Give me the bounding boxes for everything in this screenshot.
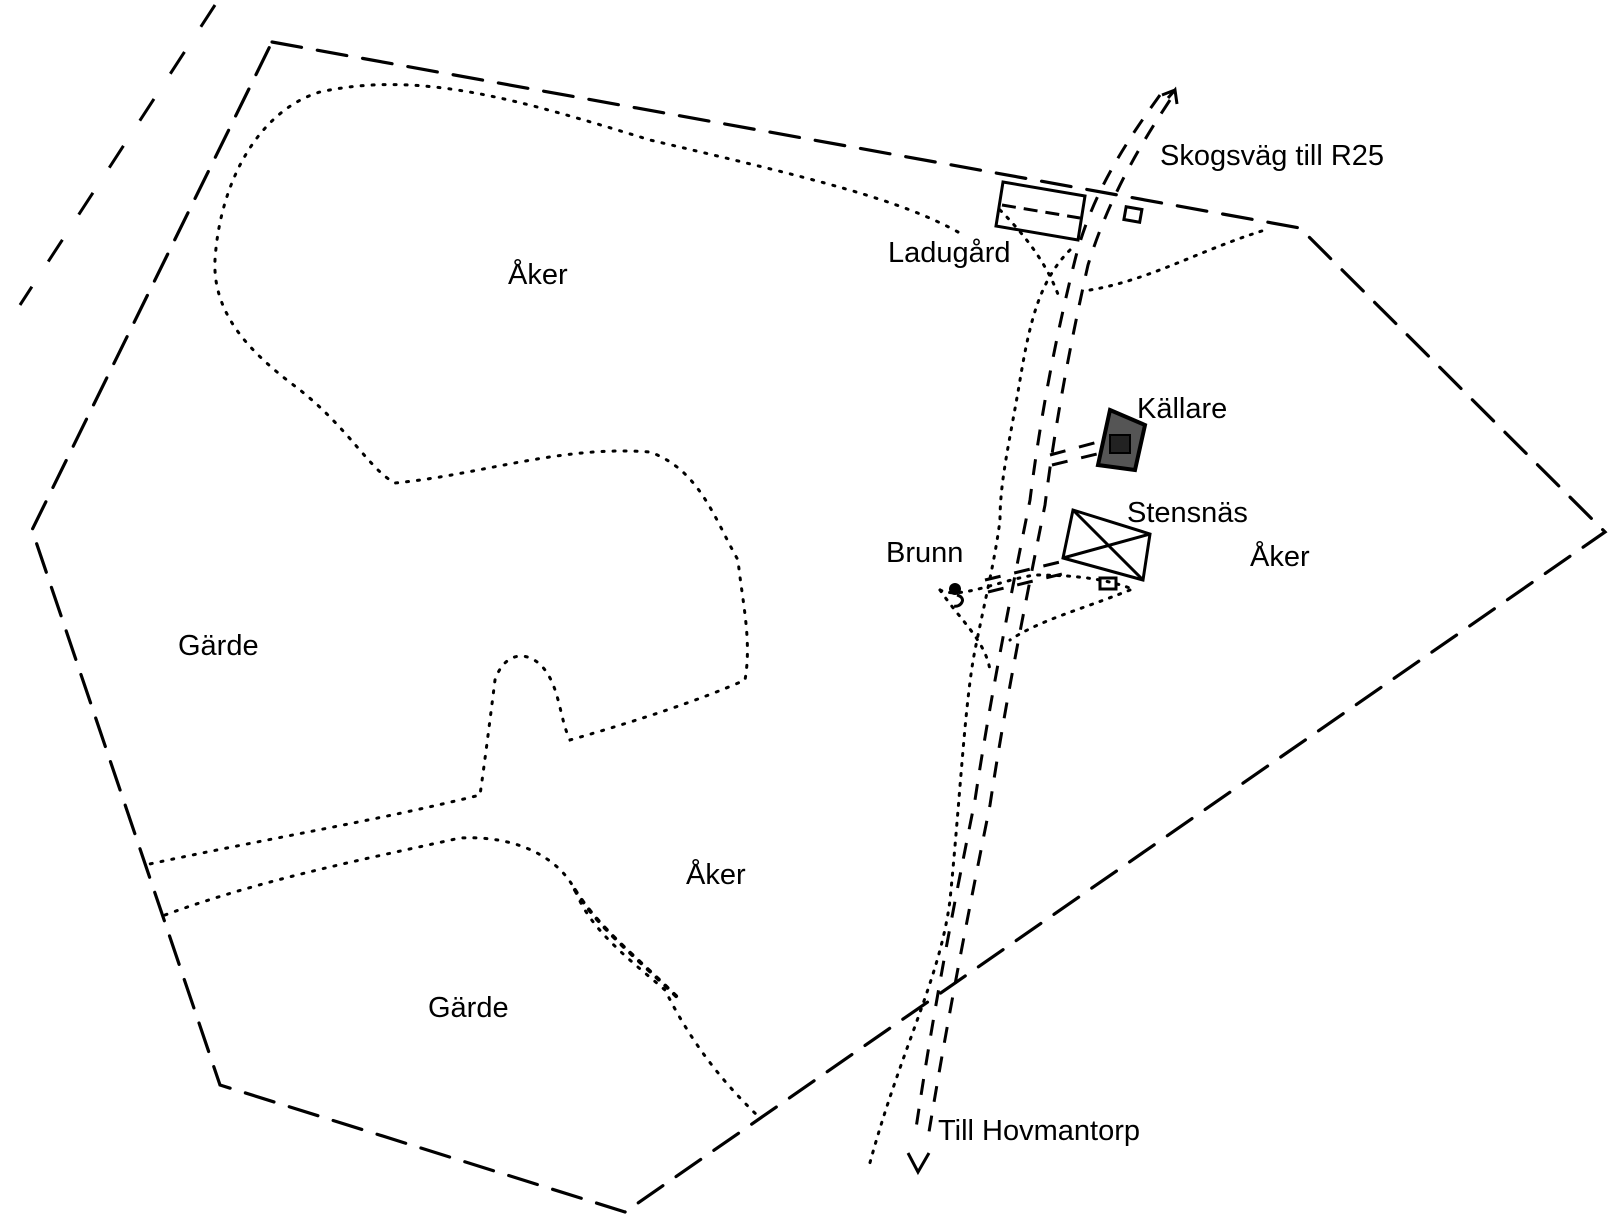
farm-path-well [938, 573, 1137, 595]
farm-path-main [866, 248, 1072, 1172]
farmstead-porch [1098, 576, 1118, 591]
road-right-lane [926, 99, 1172, 1139]
well-hook [953, 593, 964, 608]
label-field-east: Åker [1250, 540, 1310, 573]
farm-path-southeast [1008, 588, 1132, 642]
label-field-south: Åker [686, 858, 746, 891]
farmstead-roof-cross [1062, 508, 1151, 582]
label-road-south: Till Hovmantorp [938, 1115, 1140, 1147]
label-pasture-south: Gärde [428, 992, 509, 1024]
field-border-south [163, 836, 762, 1120]
farmstead-path [984, 560, 1063, 594]
label-well: Brunn [886, 537, 963, 569]
barn-building [994, 180, 1087, 242]
label-field-north: Åker [508, 258, 568, 291]
field-border-south-lower [573, 888, 682, 1002]
label-farmstead: Stensnäs [1127, 497, 1248, 529]
property-boundary [30, 40, 1608, 1214]
farm-path-southwest [938, 588, 992, 672]
label-pasture-west: Gärde [178, 630, 259, 662]
outer-boundary-line [18, 4, 217, 306]
label-barn: Ladugård [888, 237, 1011, 269]
road-left-lane [913, 94, 1162, 1136]
well-marker [949, 583, 961, 595]
arrow-north [1161, 86, 1179, 105]
arrow-south [906, 1152, 931, 1176]
small-building-north [1122, 204, 1144, 225]
farm-path-barn [998, 208, 1062, 302]
label-cellar: Källare [1137, 393, 1227, 425]
barn-ridge [1001, 203, 1081, 220]
field-border-north [143, 83, 960, 867]
cellar-path [1049, 438, 1106, 467]
cellar-entrance [1109, 434, 1131, 454]
label-road-north: Skogsväg till R25 [1160, 140, 1384, 172]
farm-path-east [1088, 228, 1267, 292]
